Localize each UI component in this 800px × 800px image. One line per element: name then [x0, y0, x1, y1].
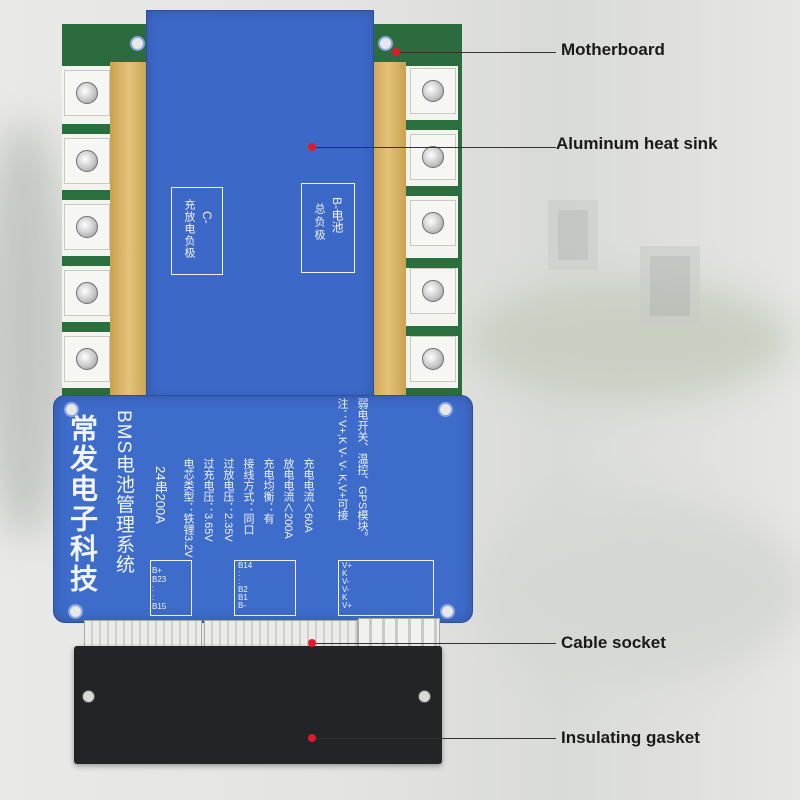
terminal-bolt	[410, 68, 456, 114]
terminal-bolt	[410, 336, 456, 382]
callout-dot-heat-sink	[308, 143, 316, 151]
callout-label-motherboard: Motherboard	[561, 40, 665, 59]
mount-hole	[64, 402, 79, 417]
spec-line: 电芯类型：铁锂3.2V	[182, 458, 194, 558]
terminal-bolt	[64, 138, 110, 184]
pin-labels-b-high: B+ B23 : : B15	[152, 566, 192, 611]
spec-line: 放电电流＜200A	[282, 458, 294, 539]
c-minus-terminal-label	[171, 187, 223, 275]
terminal-bolt	[410, 200, 456, 246]
pcb-strip	[62, 124, 110, 134]
pin-b15: B15	[152, 602, 167, 611]
gasket-hole	[82, 690, 95, 703]
mount-hole	[130, 36, 145, 51]
spec-line: 充电均衡：有	[262, 458, 274, 524]
pcb-strip	[406, 326, 462, 336]
callout-label-heat-sink: Aluminum heat sink	[556, 134, 718, 153]
mount-hole	[68, 604, 83, 619]
pin-dots: :	[238, 569, 241, 578]
terminal-bolt	[64, 204, 110, 250]
background-floor	[480, 500, 800, 680]
bms-label-board: 常发电子科技 BMS电池管理系统 24串200A 电芯类型：铁锂3.2V 过充电…	[53, 395, 473, 623]
b-minus-text: 总负极	[313, 203, 325, 242]
insulating-gasket	[74, 646, 442, 764]
brand-name: 常发电子科技	[66, 414, 99, 594]
spec-line: 过放电压：2.35V	[222, 458, 234, 542]
pin-group-control	[338, 560, 434, 616]
terminal-bolt	[64, 336, 110, 382]
pin-dots: :	[152, 584, 155, 593]
terminal-bolt	[64, 270, 110, 316]
mount-hole	[440, 604, 455, 619]
pin-v-plus: V+	[342, 601, 353, 610]
callout-dot-cable-socket	[308, 639, 316, 647]
callout-dot-gasket	[308, 734, 316, 742]
terminal-bolt	[64, 70, 110, 116]
spec-line: 过充电压：3.65V	[202, 458, 214, 542]
pcb-strip	[62, 256, 110, 266]
c-minus-label: C-	[200, 211, 214, 224]
callout-label-gasket: Insulating gasket	[561, 728, 700, 747]
callout-line-gasket	[316, 738, 556, 739]
c-minus-text: 充放电负极	[183, 199, 195, 259]
callout-label-cable-socket: Cable socket	[561, 633, 666, 652]
b-minus-label: B-电池	[330, 197, 344, 233]
system-name: BMS电池管理系统	[113, 410, 134, 575]
b-minus-terminal-label	[301, 183, 355, 273]
terminal-bolt	[410, 268, 456, 314]
terminal-bolt	[410, 134, 456, 180]
pin-v-plus: V+	[342, 561, 353, 570]
thermal-pad-left	[110, 62, 148, 396]
pin-b-minus: B-	[238, 601, 246, 610]
note-line-1: 注：V+,K V- V- K,V+可接	[336, 398, 348, 521]
pin-v-minus: V-	[342, 577, 350, 586]
model-spec: 24串200A	[153, 466, 168, 524]
pin-b1: B1	[238, 593, 248, 602]
callout-line-heat-sink	[316, 147, 556, 148]
callout-dot-motherboard	[392, 48, 400, 56]
thermal-pad-right	[370, 62, 406, 396]
pin-labels-b-low: B14 : : B2 B1 B-	[238, 562, 294, 610]
aluminum-heat-sink: C- 充放电负极 B-电池 总负极	[146, 10, 374, 400]
spec-line: 接线方式：同口	[242, 458, 254, 535]
callout-line-motherboard	[400, 52, 556, 53]
spec-line: 充电电流＜60A	[302, 458, 314, 533]
pcb-strip	[406, 258, 462, 268]
mount-hole	[378, 36, 393, 51]
pin-b2: B2	[238, 585, 248, 594]
pin-dots: :	[238, 577, 241, 586]
pin-b-plus: B+	[152, 566, 163, 575]
pin-k: K	[342, 569, 348, 578]
pin-group-b-high	[150, 560, 192, 616]
pcb-strip	[62, 190, 110, 200]
pin-b14: B14	[238, 561, 253, 570]
pin-group-b-low	[234, 560, 296, 616]
pin-labels-control: V+ K V- V- K V+	[342, 562, 432, 610]
pin-v-minus: V-	[342, 585, 350, 594]
note-line-2: 弱电开关、温控、GPS模块。	[356, 398, 368, 543]
pcb-strip	[62, 322, 110, 332]
background-picture-frame-1	[548, 200, 598, 270]
gasket-hole	[418, 690, 431, 703]
callout-line-cable-socket	[316, 643, 556, 644]
background-sofa	[470, 280, 790, 400]
pcb-strip	[406, 186, 462, 196]
pcb-strip	[406, 120, 462, 130]
background-picture-frame-2	[640, 246, 700, 326]
pin-b23: B23	[152, 575, 167, 584]
pin-k: K	[342, 593, 348, 602]
pin-dots: :	[152, 593, 155, 602]
mount-hole	[438, 402, 453, 417]
